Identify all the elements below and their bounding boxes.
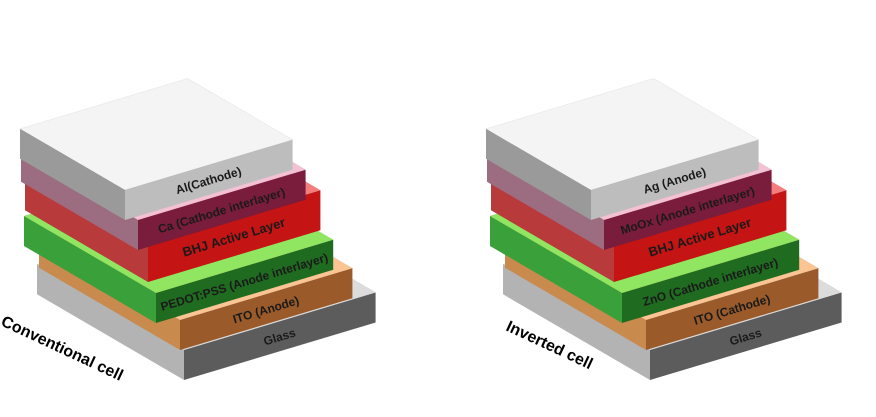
layer-front-face: [180, 268, 353, 350]
layer-front-face: [125, 139, 293, 220]
layer-front-face: [622, 239, 800, 323]
layer-top-face: [485, 78, 760, 191]
layer-left-face: [503, 264, 650, 380]
layer-front-face: [591, 139, 759, 220]
layer-front-face: [138, 169, 306, 250]
layer-front-face: [184, 292, 376, 380]
layer-ag-anode: Ag (Anode): [485, 78, 760, 220]
layer-front-face: [156, 239, 334, 323]
layer-left-face: [486, 128, 591, 220]
layer-front-face: [646, 268, 819, 350]
layer-front-face: [650, 292, 842, 380]
layer-front-face: [148, 190, 321, 282]
layer-top-face: [19, 78, 294, 191]
layer-al-cathode: Al(Cathode): [19, 78, 294, 220]
layer-front-face: [614, 190, 787, 282]
layer-left-face: [490, 216, 622, 323]
layer-front-face: [604, 169, 772, 250]
layer-left-face: [37, 264, 184, 380]
layer-left-face: [24, 216, 156, 323]
layer-left-face: [20, 128, 125, 220]
